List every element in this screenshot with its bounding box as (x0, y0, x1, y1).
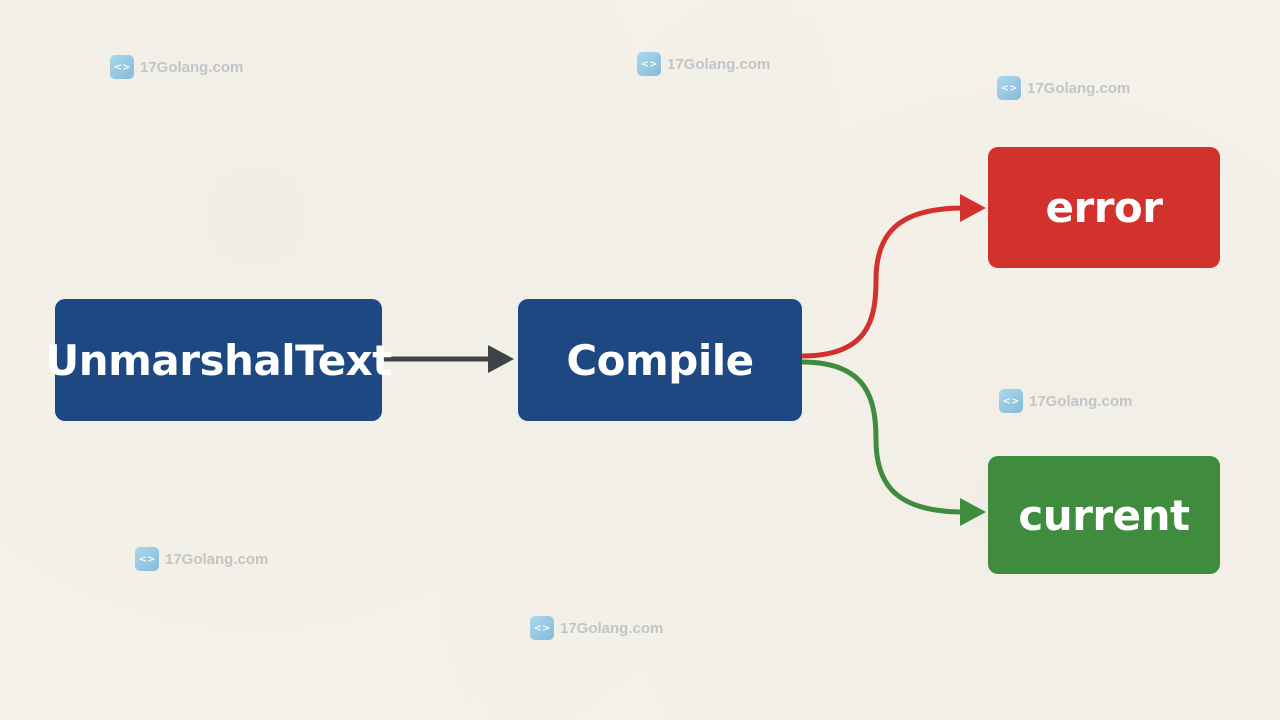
edge-line (801, 359, 965, 515)
arrowhead-icon (960, 194, 986, 222)
edge-unmarshal-to-compile (382, 345, 514, 373)
node-current: current (988, 456, 1220, 574)
edge-compile-to-error (801, 194, 986, 359)
node-error: error (988, 147, 1220, 268)
arrowhead-icon (488, 345, 514, 373)
edge-line (801, 205, 965, 359)
node-unmarshaltext: UnmarshalText (45, 299, 392, 421)
node-compile: Compile (518, 299, 802, 421)
edge-compile-to-current (801, 359, 986, 526)
arrowhead-icon (960, 498, 986, 526)
